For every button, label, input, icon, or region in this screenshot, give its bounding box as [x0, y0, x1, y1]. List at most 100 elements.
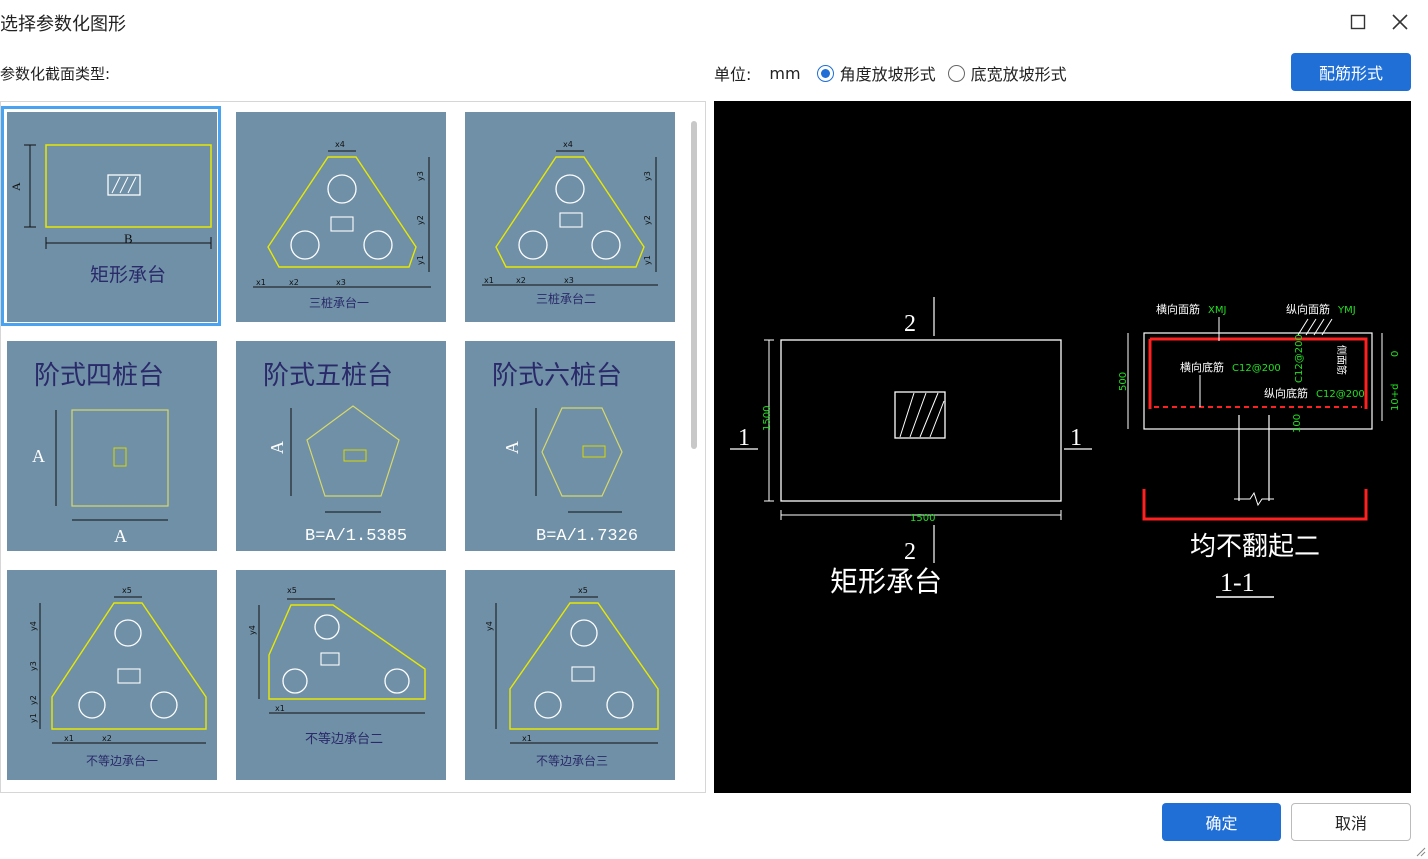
step4-note: A — [114, 526, 127, 546]
shape-step-6[interactable]: 阶式六桩台 A B=A/1.7326 — [460, 336, 678, 554]
dim-x2: x2 — [102, 734, 112, 743]
section-label: 1-1 — [1220, 568, 1255, 597]
rebar-top-y-label: 纵向面筋 — [1286, 302, 1330, 316]
shape-label-three1: 三桩承台一 — [309, 295, 369, 310]
shape-three-pile-1[interactable]: x4 y3 y2 y1 x1 x2 x3 三桩承台一 — [231, 107, 449, 325]
step6-note: B=A/1.7326 — [536, 527, 638, 546]
dim-x2: x2 — [289, 278, 299, 287]
step6-thumb-drawing: 阶式六桩台 A B=A/1.7326 — [492, 361, 638, 546]
shape-label-step4: 阶式四桩台 — [34, 361, 164, 390]
shape-label-step6: 阶式六桩台 — [492, 361, 622, 390]
step5-note: B=A/1.5385 — [305, 527, 407, 546]
section-mark-left: 1 — [738, 425, 750, 451]
radio-angle-indicator[interactable] — [816, 64, 834, 82]
side-rebar-code: C12@200 — [1294, 334, 1305, 383]
shape-rect[interactable]: A B 矩形承台 — [1, 106, 221, 326]
dim-height: 1500 — [762, 406, 773, 431]
rect-dim-b: B — [124, 231, 133, 246]
dim-y3: y3 — [29, 661, 38, 671]
preview-title: 矩形承台 — [830, 566, 942, 598]
thumb-bg — [236, 341, 446, 551]
thumb-bg — [465, 570, 675, 780]
thumb-bg — [7, 112, 217, 322]
radio-width-indicator[interactable] — [947, 64, 965, 82]
step5-thumb-drawing: 阶式五桩台 A B=A/1.5385 — [263, 361, 407, 546]
cancel-button[interactable]: 取消 — [1291, 803, 1411, 841]
ok-button[interactable]: 确定 — [1162, 803, 1281, 841]
dim-10d: 10+d — [1390, 384, 1401, 411]
close-button[interactable] — [1388, 10, 1412, 34]
dim-y1: y1 — [643, 255, 652, 265]
dim-x5: x5 — [122, 586, 132, 595]
dim-y3: y3 — [643, 171, 652, 181]
rebar-top-x-code: XMJ — [1208, 305, 1226, 316]
rect-dim-a: A — [9, 182, 23, 191]
shape-step-4[interactable]: 阶式四桩台 A A — [2, 336, 220, 554]
uneq1-thumb-drawing: x5 y4 y3 y2 y1 x1 x2 不等边承台一 — [29, 586, 207, 768]
step4-thumb-drawing: 阶式四桩台 A A — [32, 361, 169, 546]
dim-x1: x1 — [64, 734, 74, 743]
dim-500: 500 — [1118, 372, 1129, 391]
radio-width-label: 底宽放坡形式 — [970, 65, 1067, 84]
shape-unequal-1[interactable]: x5 y4 y3 y2 y1 x1 x2 不等边承台一 — [2, 565, 220, 783]
preview-canvas: 2 2 1 1 1500 1500 矩形承台 500 100 0 10+d 横向… — [714, 101, 1411, 793]
resize-grip-icon[interactable] — [1414, 845, 1426, 857]
rebar-top-y-code: YMJ — [1337, 305, 1356, 316]
three1-thumb-drawing: x4 y3 y2 y1 x1 x2 x3 三桩承台一 — [253, 140, 431, 310]
thumb-bg — [465, 112, 675, 322]
rebar-form-button[interactable]: 配筋形式 — [1291, 53, 1411, 91]
maximize-icon — [1350, 14, 1366, 30]
side-rebar-label: 侧面筋 — [1335, 345, 1348, 375]
unit-value: mm — [769, 63, 801, 83]
radio-width-slope[interactable]: 底宽放坡形式 — [947, 61, 1067, 85]
dim-y3: y3 — [416, 171, 425, 181]
step5-dim-a: A — [267, 441, 287, 454]
dim-x2: x2 — [516, 276, 526, 285]
window-title: 选择参数化图形 — [0, 14, 126, 35]
shape-label-three2: 三桩承台二 — [536, 291, 596, 306]
title-bar: 选择参数化图形 — [0, 0, 1428, 44]
dim-x1: x1 — [522, 734, 532, 743]
section-type-label: 参数化截面类型: — [0, 65, 111, 83]
dim-width: 1500 — [910, 513, 935, 524]
shape-three-pile-2[interactable]: x4 y3 y2 y1 x1 x2 x3 三桩承台二 — [460, 107, 678, 325]
radio-angle-slope[interactable]: 角度放坡形式 — [816, 61, 936, 85]
shape-label-uneq3: 不等边承台三 — [536, 753, 608, 768]
uneq2-thumb-drawing: x5 y4 x1 不等边承台二 — [248, 586, 426, 747]
shape-label-rect: 矩形承台 — [90, 264, 166, 286]
uneq3-thumb-drawing: x5 y4 x1 不等边承台三 — [485, 586, 659, 768]
section-mark-bottom: 2 — [904, 539, 916, 565]
rebar-bot-y-label: 纵向底筋 — [1264, 386, 1308, 400]
bend-note: 均不翻起二 — [1190, 532, 1320, 561]
dim-100: 100 — [1292, 414, 1303, 433]
grid-scrollbar[interactable] — [691, 121, 697, 449]
close-icon — [1392, 14, 1408, 30]
rebar-bot-x-code: C12@200 — [1232, 363, 1281, 374]
step4-dim-a: A — [32, 446, 45, 466]
shape-step-5[interactable]: 阶式五桩台 A B=A/1.5385 — [231, 336, 449, 554]
dim-x5: x5 — [287, 586, 297, 595]
dim-y2: y2 — [416, 215, 425, 225]
section-mark-right: 1 — [1070, 425, 1082, 451]
section-mark-top: 2 — [904, 311, 916, 337]
shape-label-step5: 阶式五桩台 — [263, 361, 393, 390]
shape-grid: A B 矩形承台 x4 y3 y2 y1 x1 x2 x3 三桩承台一 — [0, 101, 706, 793]
dim-x5: x5 — [578, 586, 588, 595]
rebar-top-x-label: 横向面筋 — [1156, 302, 1200, 316]
dim-y4: y4 — [29, 621, 38, 631]
unit-row: 单位: mm 角度放坡形式 底宽放坡形式 — [714, 60, 1079, 86]
unit-label: 单位: — [714, 65, 752, 84]
rebar-bot-y-code: C12@200 — [1316, 389, 1365, 400]
thumb-bg — [465, 341, 675, 551]
maximize-button[interactable] — [1346, 10, 1370, 34]
shape-unequal-2[interactable]: x5 y4 x1 不等边承台二 — [231, 565, 449, 783]
dim-x1: x1 — [484, 276, 494, 285]
radio-angle-label: 角度放坡形式 — [839, 65, 936, 84]
preview-drawing: 2 2 1 1 1500 1500 矩形承台 500 100 0 10+d 横向… — [730, 297, 1401, 598]
dim-x1: x1 — [256, 278, 266, 287]
thumb-bg — [236, 570, 446, 780]
shape-unequal-3[interactable]: x5 y4 x1 不等边承台三 — [460, 565, 678, 783]
dim-0: 0 — [1390, 351, 1401, 357]
step6-dim-a: A — [502, 441, 522, 454]
dim-x4: x4 — [335, 140, 345, 149]
